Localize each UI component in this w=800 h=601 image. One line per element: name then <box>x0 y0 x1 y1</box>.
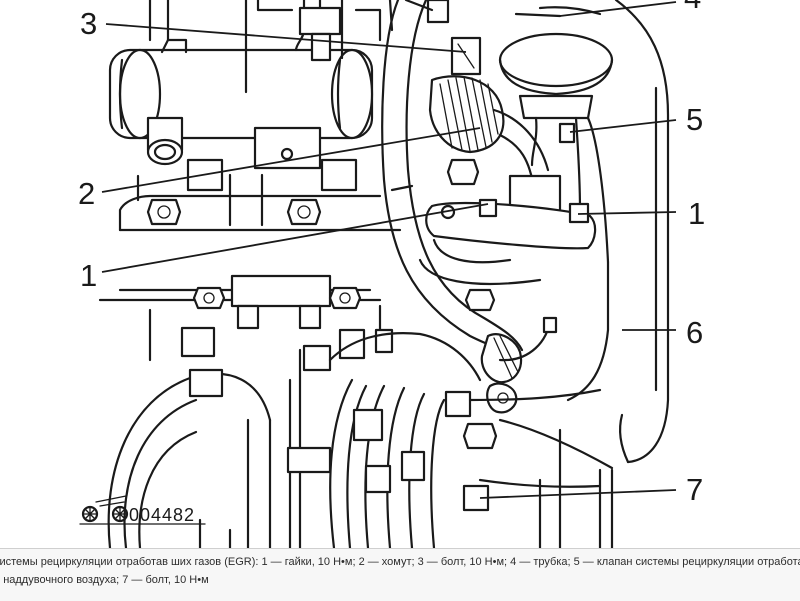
upper-air-pipe <box>108 0 374 166</box>
figure-code-text: 004482 <box>129 505 195 525</box>
egr-flange <box>418 158 597 286</box>
wheel-icon <box>81 505 129 523</box>
callout-3: 3 <box>80 6 97 41</box>
turbocharger <box>107 316 614 550</box>
leader-7 <box>479 489 677 499</box>
callout-5: 5 <box>686 102 703 137</box>
callout-leaders <box>101 1 677 499</box>
leader-1-right <box>577 211 677 215</box>
engine-drawing: 3 4 5 2 1 1 6 7 004482 <box>78 0 705 550</box>
leader-2 <box>101 127 481 193</box>
intake-manifold <box>98 274 496 362</box>
callout-1-left: 1 <box>80 258 97 293</box>
callout-7: 7 <box>686 472 703 507</box>
figure-caption: системы рециркуляции отработав ших газов… <box>0 548 800 601</box>
cylinder-head <box>118 126 402 232</box>
egr-valve <box>498 6 614 222</box>
figure-code: 004482 <box>79 495 206 525</box>
caption-line-1: системы рециркуляции отработав ших газов… <box>0 556 800 568</box>
caption-line-2: и наддувочного воздуха; 7 — болт, 10 Н•м <box>0 574 209 586</box>
leader-3 <box>105 23 467 53</box>
egr-tube <box>381 0 524 384</box>
callout-1-right: 1 <box>688 196 705 231</box>
leader-5 <box>569 119 677 133</box>
intercooler-air-pipe <box>566 0 670 464</box>
callout-6: 6 <box>686 315 703 350</box>
callout-4: 4 <box>684 0 701 15</box>
callouts: 3 4 5 2 1 1 6 7 <box>78 0 705 507</box>
leader-1-left <box>101 203 489 273</box>
leader-4 <box>559 1 677 17</box>
callout-2: 2 <box>78 176 95 211</box>
